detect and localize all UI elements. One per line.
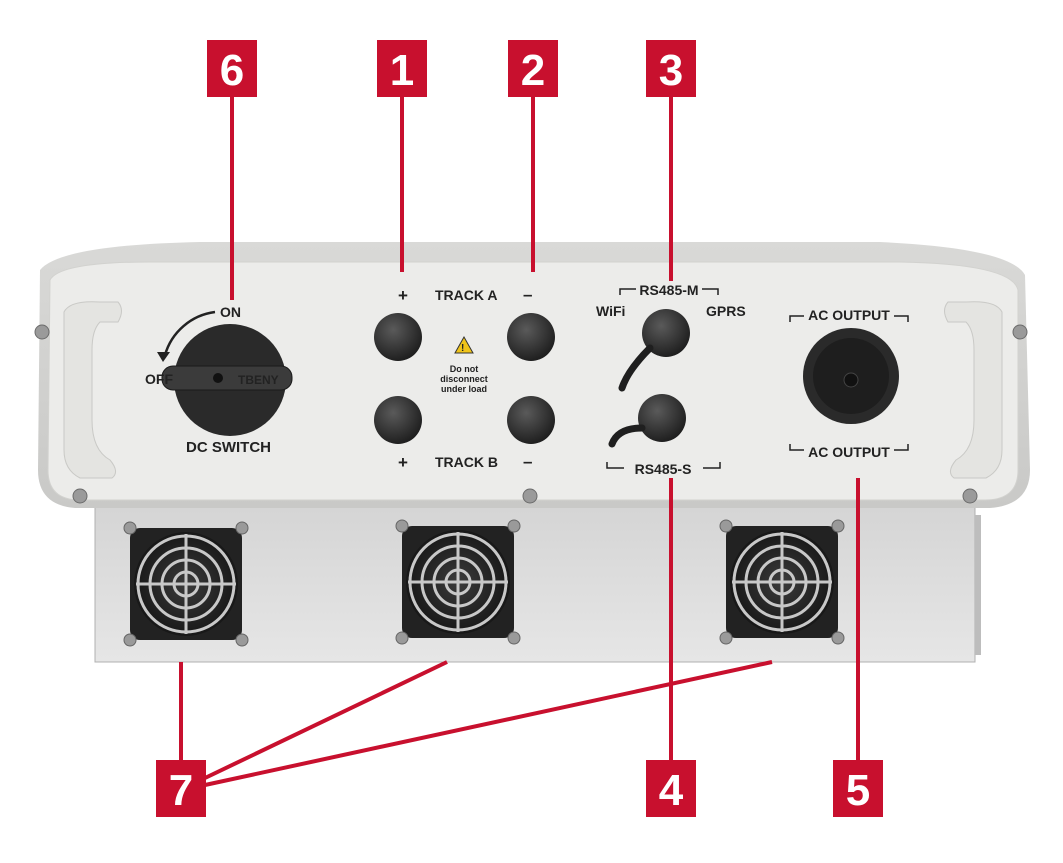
rs485-s: RS485-S — [606, 394, 721, 477]
track-a-label: TRACK A — [435, 287, 497, 303]
track-b-plus: + — [398, 453, 408, 472]
left-handle — [63, 301, 122, 479]
fan-group — [123, 519, 845, 647]
warning-line-1: Do not — [450, 364, 479, 374]
wifi-label: WiFi — [596, 303, 625, 319]
warning-triangle-icon — [454, 335, 474, 354]
warning-line-3: under load — [441, 384, 487, 394]
warning-line-2: disconnect — [440, 374, 488, 384]
rs485-m-port — [642, 309, 690, 357]
callout-badge-6: 6 — [207, 40, 257, 97]
top-housing — [38, 242, 1030, 508]
right-handle — [944, 301, 1003, 479]
callout-lines — [179, 95, 860, 787]
track-a-minus: – — [523, 285, 532, 304]
svg-text:!: ! — [461, 343, 464, 354]
ac-output-top-label: AC OUTPUT — [808, 307, 890, 323]
track-b-plus-connector — [374, 396, 422, 444]
svg-text:6: 6 — [220, 46, 244, 95]
callout-badge-5: 5 — [833, 760, 883, 817]
cooling-fan — [123, 521, 249, 647]
rs485-m: RS485-M WiFi GPRS — [596, 282, 746, 392]
callout-badge-3: 3 — [646, 40, 696, 97]
dc-switch-label: DC SWITCH — [186, 439, 271, 456]
switch-brand: TBENY — [238, 373, 279, 387]
track-a-plus: + — [398, 286, 408, 305]
svg-text:7: 7 — [169, 766, 193, 815]
svg-text:4: 4 — [659, 766, 684, 815]
callout-badge-2: 2 — [508, 40, 558, 97]
rs485-s-port — [638, 394, 686, 442]
ac-output: AC OUTPUT AC OUTPUT — [789, 307, 909, 460]
track-a-minus-connector — [507, 313, 555, 361]
svg-text:5: 5 — [846, 766, 870, 815]
cooling-fan — [719, 519, 845, 645]
cooling-fan — [395, 519, 521, 645]
track-a-plus-connector — [374, 313, 422, 361]
track-b-minus: – — [523, 452, 532, 471]
callout-badges: 6 1 2 3 4 5 7 — [156, 40, 883, 817]
track-b-minus-connector — [507, 396, 555, 444]
track-b-label: TRACK B — [435, 454, 498, 470]
callout-line-7b — [204, 660, 448, 780]
warning-block: ! Do not disconnect under load — [440, 335, 488, 394]
rotate-arrow-icon — [157, 352, 170, 362]
ac-output-bottom-label: AC OUTPUT — [808, 444, 890, 460]
callout-badge-4: 4 — [646, 760, 696, 817]
track-a: + TRACK A – — [374, 285, 555, 361]
track-b: + TRACK B – — [374, 396, 555, 472]
callout-line-7c — [204, 660, 773, 787]
callout-badge-1: 1 — [377, 40, 427, 97]
panel-screws — [34, 324, 1028, 504]
dc-switch: TBENY ON OFF DC SWITCH — [145, 304, 293, 456]
rs485-s-label: RS485-S — [635, 461, 692, 477]
switch-on-label: ON — [220, 304, 241, 320]
svg-text:2: 2 — [521, 46, 545, 95]
gprs-label: GPRS — [706, 303, 746, 319]
rs485-m-label: RS485-M — [639, 282, 698, 298]
svg-text:1: 1 — [390, 46, 414, 95]
switch-off-label: OFF — [145, 371, 173, 387]
callout-badge-7: 7 — [156, 760, 206, 817]
svg-text:3: 3 — [659, 46, 683, 95]
